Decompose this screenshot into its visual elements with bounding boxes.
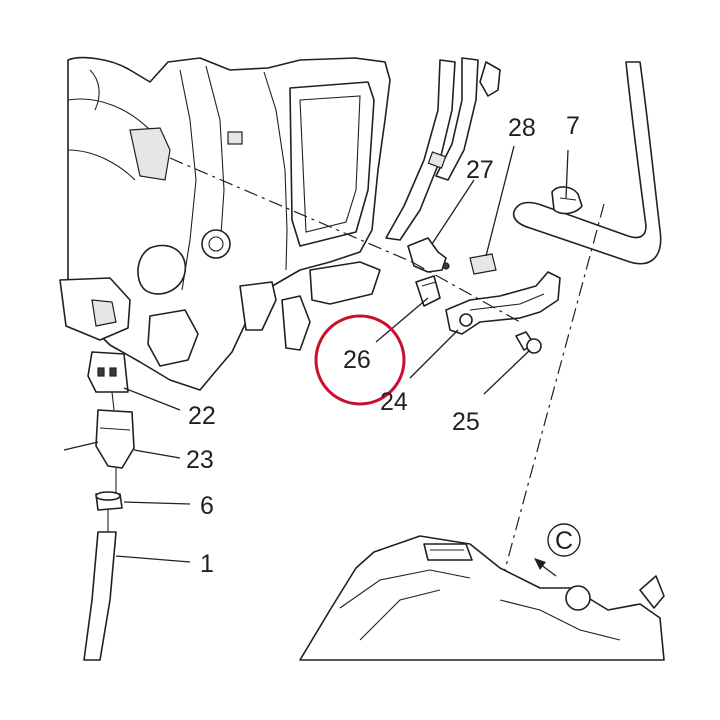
callout-23: 23	[186, 446, 214, 474]
ring-6	[95, 491, 123, 511]
callout-labels: 7 28 27 26 24 25 22 23 6 1	[186, 112, 580, 578]
boot-23	[95, 409, 135, 469]
bolt-25	[515, 331, 542, 354]
callout-24: 24	[380, 388, 408, 416]
connector-axis	[107, 391, 117, 532]
cable-harness	[385, 57, 501, 241]
callout-27: 27	[466, 156, 494, 184]
view-arrow-head	[534, 558, 546, 570]
callout-22: 22	[188, 402, 216, 430]
view-marker-label: C	[555, 527, 573, 555]
engine-block	[299, 535, 665, 661]
hose-1	[83, 531, 117, 661]
view-marker-c: C	[534, 523, 581, 577]
bracket-28	[445, 253, 561, 335]
clip-26	[415, 275, 441, 307]
hose-7	[512, 61, 662, 265]
connector-22	[87, 351, 129, 393]
callout-6: 6	[200, 492, 214, 520]
highlight-circle-26	[314, 314, 406, 406]
callout-1: 1	[200, 550, 214, 578]
clip-7	[551, 186, 583, 215]
axis-lines	[169, 157, 605, 663]
leader-lines	[63, 145, 569, 563]
housing-assembly	[59, 56, 391, 391]
callout-7: 7	[566, 112, 580, 140]
sensor-27	[407, 237, 450, 273]
callout-25: 25	[452, 408, 480, 436]
callout-28: 28	[508, 114, 536, 142]
callout-26: 26	[343, 346, 371, 374]
